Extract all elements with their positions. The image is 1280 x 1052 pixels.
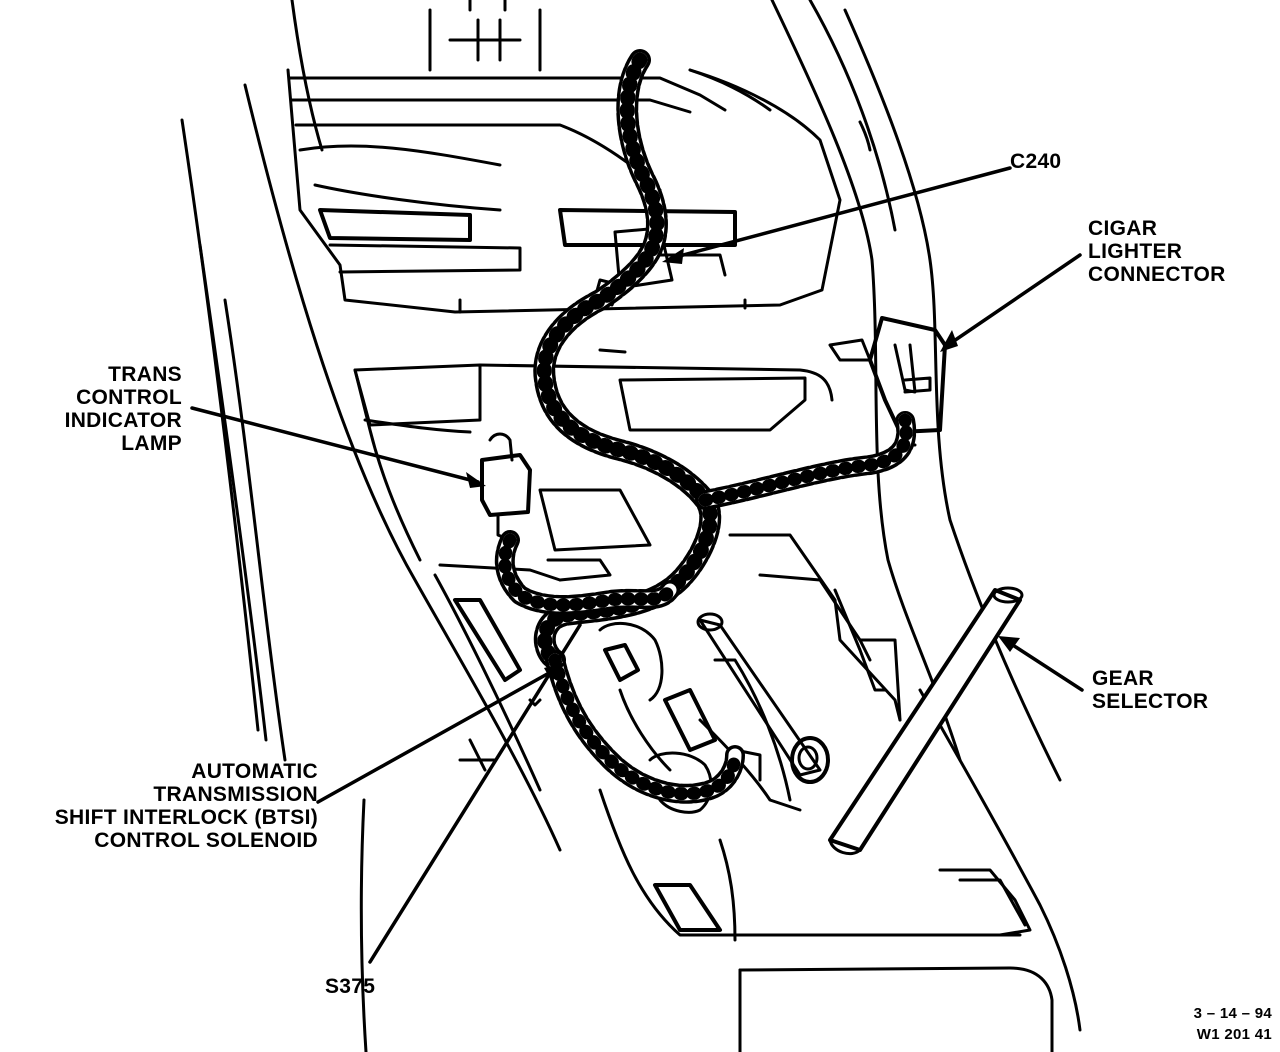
upper-console-housing	[286, 0, 842, 314]
leader-btsi	[316, 666, 560, 804]
label-cigar-line1: CIGAR	[1088, 217, 1158, 240]
label-cigar-line3: CONNECTOR	[1088, 263, 1226, 286]
shifter-base	[433, 488, 1054, 1052]
label-cigar-line2: LIGHTER	[1088, 240, 1183, 263]
label-trans-line1: TRANS	[108, 363, 182, 386]
arrow-btsi	[544, 662, 566, 682]
arrow-cigar-lighter	[940, 330, 958, 352]
arrow-trans-control	[466, 472, 486, 488]
label-c240: C240	[1010, 150, 1062, 173]
leader-s375	[368, 623, 582, 964]
label-btsi-line3: SHIFT INTERLOCK (BTSI)	[54, 806, 318, 829]
label-cigar-lighter-connector: CIGAR LIGHTER CONNECTOR	[1088, 217, 1226, 286]
footer-code: W1 201 41	[1196, 1026, 1272, 1043]
arrowheads	[466, 248, 1020, 682]
gear-selector-rod	[696, 586, 1024, 856]
leader-gear-selector	[1003, 638, 1084, 692]
label-trans-line2: CONTROL	[76, 386, 182, 409]
cigar-lighter-connector	[828, 316, 947, 447]
console-outline-right	[770, 0, 1082, 1032]
arrow-gear-selector	[998, 636, 1020, 652]
label-trans-line3: INDICATOR	[64, 409, 182, 432]
indicator-lamp-socket	[480, 432, 532, 542]
leader-cigar-lighter	[946, 253, 1082, 347]
console-outline-left	[180, 0, 562, 1052]
footer-date: 3 – 14 – 94	[1193, 1005, 1272, 1022]
leader-trans-control	[190, 406, 480, 484]
wiring-harness	[494, 49, 917, 804]
middle-console-tray	[353, 348, 834, 562]
label-trans-control-indicator-lamp: TRANS CONTROL INDICATOR LAMP	[65, 363, 182, 455]
label-gear-selector: GEAR SELECTOR	[1092, 667, 1208, 713]
label-btsi-line1: AUTOMATIC	[191, 760, 318, 783]
leader-lines	[190, 166, 1084, 964]
label-gear-line2: SELECTOR	[1092, 690, 1209, 713]
label-trans-line4: LAMP	[121, 432, 182, 455]
label-s375: S375	[325, 975, 376, 998]
label-gear-line1: GEAR	[1092, 667, 1154, 690]
label-btsi-line4: CONTROL SOLENOID	[94, 829, 318, 852]
arrow-c240	[662, 248, 684, 264]
leader-c240	[670, 166, 1012, 260]
label-btsi-line2: TRANSMISSION	[153, 783, 318, 806]
label-btsi-control-solenoid: AUTOMATIC TRANSMISSION SHIFT INTERLOCK (…	[55, 760, 318, 852]
